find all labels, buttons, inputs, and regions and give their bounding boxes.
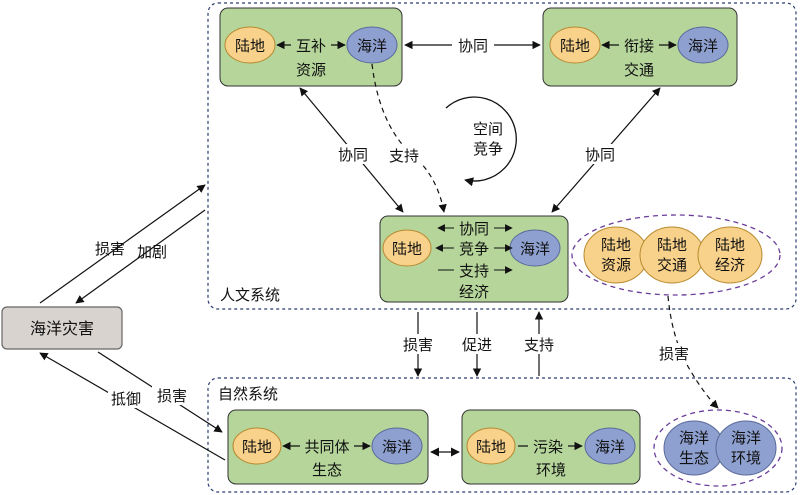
left-link-label: 协同	[338, 146, 368, 164]
support-label: 支持	[459, 262, 489, 280]
space-competition-cycle-arrow	[445, 96, 517, 187]
land-label: 陆地	[476, 438, 506, 456]
human-system-title: 人文系统	[220, 286, 280, 304]
natural-system-boundary	[207, 377, 797, 493]
land-group: 陆地 资源 陆地 交通 陆地 经济	[571, 214, 781, 296]
top-link-label: 协同	[458, 37, 488, 55]
ocean-label: 海洋	[595, 438, 625, 456]
group-damage-dashed-arrow	[667, 295, 719, 409]
damage-down-label: 损害	[403, 336, 433, 354]
aggravate-label: 加剧	[137, 243, 167, 261]
transport-caption: 交通	[624, 61, 654, 79]
ocean-environment-label-2: 环境	[731, 449, 761, 467]
damage-to-natural-label: 损害	[157, 387, 187, 405]
promote-label: 促进	[462, 336, 492, 354]
natural-system-title: 自然系统	[218, 385, 278, 403]
land-resource-label-2: 资源	[601, 256, 631, 274]
human-system-boundary	[207, 2, 797, 310]
relation-label: 共同体	[304, 438, 349, 456]
land-node	[224, 26, 276, 64]
land-group-boundary	[571, 214, 781, 296]
right-link-label: 协同	[585, 146, 615, 164]
ocean-node	[371, 427, 423, 465]
relation-label: 衔接	[624, 37, 654, 55]
land-label: 陆地	[242, 438, 272, 456]
cooperation-label: 协同	[459, 220, 489, 238]
ocean-label: 海洋	[357, 37, 387, 55]
relation-label: 污染	[533, 438, 563, 456]
ocean-node	[346, 26, 398, 64]
competition-label: 竞争	[459, 240, 489, 258]
economy-caption: 经济	[459, 283, 489, 301]
ocean-group-boundary	[653, 409, 783, 487]
ocean-ecology-label-2: 生态	[679, 449, 709, 467]
group-damage-label: 损害	[659, 345, 689, 363]
land-economy-label-1: 陆地	[715, 236, 745, 254]
support-link-label: 支持	[389, 147, 419, 165]
land-node	[549, 26, 601, 64]
ocean-label: 海洋	[688, 37, 718, 55]
ecology-box: 陆地 海洋 共同体 生态	[227, 409, 429, 485]
ocean-environment-node	[715, 420, 777, 476]
transport-box: 陆地 海洋 衔接 交通	[542, 7, 738, 87]
land-node	[382, 229, 432, 267]
ocean-ecology-label-1: 海洋	[679, 429, 709, 447]
space-label: 空间	[473, 120, 503, 138]
land-economy-node	[697, 226, 763, 284]
resource-caption: 资源	[296, 61, 326, 79]
economy-box: 陆地 海洋 协同 竞争 支持 经济	[379, 215, 569, 303]
support-up-label: 支持	[524, 336, 554, 354]
environment-box: 陆地 海洋 污染 环境	[461, 409, 641, 485]
relation-label: 互补	[296, 37, 326, 55]
land-label: 陆地	[392, 240, 422, 258]
land-economy-label-2: 经济	[715, 256, 745, 274]
ocean-label: 海洋	[382, 438, 412, 456]
land-label: 陆地	[560, 37, 590, 55]
land-label: 陆地	[235, 37, 265, 55]
land-transport-label-1: 陆地	[657, 236, 687, 254]
competition-label: 竞争	[473, 140, 503, 158]
land-node	[466, 427, 516, 465]
environment-caption: 环境	[536, 461, 566, 479]
damage-to-human-arrow	[39, 184, 206, 304]
damage-to-human-label: 损害	[95, 240, 125, 258]
ocean-label: 海洋	[520, 240, 550, 258]
ocean-node	[584, 427, 636, 465]
aggravate-arrow	[75, 209, 206, 304]
land-node	[232, 427, 282, 465]
ecology-caption: 生态	[312, 461, 342, 479]
resist-label: 抵御	[111, 390, 141, 408]
marine-disaster-box: 海洋灾害	[1, 306, 123, 350]
land-resource-label-1: 陆地	[601, 236, 631, 254]
land-transport-label-2: 交通	[657, 256, 687, 274]
marine-disaster-label: 海洋灾害	[30, 319, 94, 338]
ocean-node	[677, 26, 729, 64]
resource-box: 陆地 海洋 互补 资源	[219, 7, 403, 87]
support-dashed-arrow	[371, 63, 447, 213]
ocean-group: 海洋 生态 海洋 环境	[653, 409, 783, 487]
ocean-environment-label-1: 海洋	[731, 429, 761, 447]
